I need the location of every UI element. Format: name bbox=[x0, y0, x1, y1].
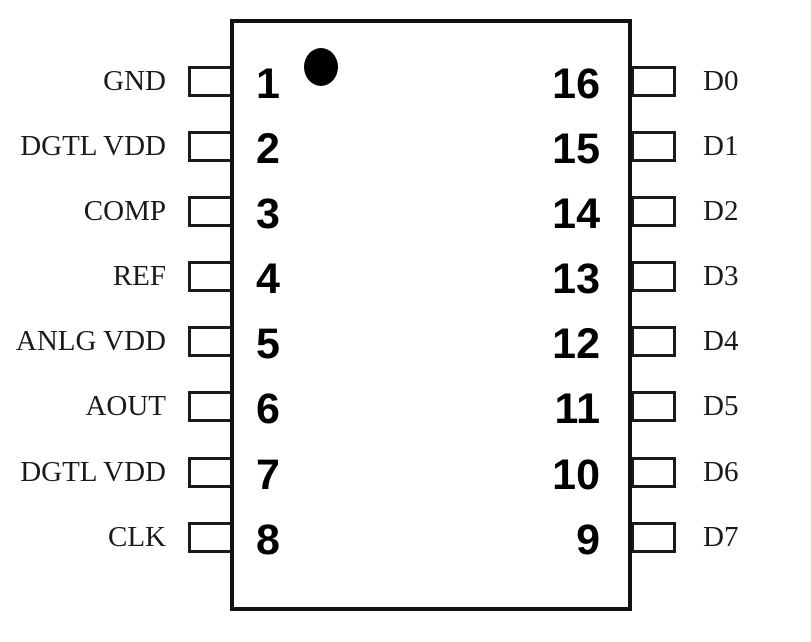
pin-number-15: 15 bbox=[552, 125, 600, 173]
pin-number-8: 8 bbox=[256, 516, 280, 564]
pin-lead-14 bbox=[631, 196, 676, 227]
pin-label-dgtl-vdd-7: DGTL VDD bbox=[20, 456, 166, 488]
pin-lead-8 bbox=[188, 522, 233, 553]
pin-lead-16 bbox=[631, 66, 676, 97]
pin-label-d4-12: D4 bbox=[703, 325, 739, 357]
pin-lead-7 bbox=[188, 457, 233, 488]
pin-number-3: 3 bbox=[256, 190, 280, 238]
pin-label-d2-14: D2 bbox=[703, 195, 739, 227]
pin-number-9: 9 bbox=[576, 516, 600, 564]
pin-label-gnd-1: GND bbox=[103, 65, 166, 97]
pin-lead-11 bbox=[631, 391, 676, 422]
pin-number-7: 7 bbox=[256, 451, 280, 499]
pin-label-d5-11: D5 bbox=[703, 390, 739, 422]
pin-number-14: 14 bbox=[552, 190, 600, 238]
pin-label-aout-6: AOUT bbox=[85, 390, 166, 422]
pin-label-clk-8: CLK bbox=[108, 521, 166, 553]
pin-number-6: 6 bbox=[256, 385, 280, 433]
pin-lead-12 bbox=[631, 326, 676, 357]
pin-number-12: 12 bbox=[552, 320, 600, 368]
pin-label-ref-4: REF bbox=[112, 260, 166, 292]
pin-one-dot-icon bbox=[304, 48, 338, 86]
pin-number-10: 10 bbox=[552, 451, 600, 499]
pin-label-dgtl-vdd-2: DGTL VDD bbox=[20, 130, 166, 162]
pin-lead-5 bbox=[188, 326, 233, 357]
pin-lead-6 bbox=[188, 391, 233, 422]
pin-lead-10 bbox=[631, 457, 676, 488]
pin-label-d6-10: D6 bbox=[703, 456, 739, 488]
pin-label-d0-16: D0 bbox=[703, 65, 739, 97]
pin-lead-13 bbox=[631, 261, 676, 292]
pin-number-1: 1 bbox=[256, 60, 280, 108]
pin-lead-3 bbox=[188, 196, 233, 227]
pin-number-5: 5 bbox=[256, 320, 280, 368]
pin-label-d7-9: D7 bbox=[703, 521, 739, 553]
pin-label-d1-15: D1 bbox=[703, 130, 739, 162]
pin-lead-15 bbox=[631, 131, 676, 162]
pin-label-d3-13: D3 bbox=[703, 260, 739, 292]
pin-number-2: 2 bbox=[256, 125, 280, 173]
pin-lead-4 bbox=[188, 261, 233, 292]
pin-lead-9 bbox=[631, 522, 676, 553]
pin-number-16: 16 bbox=[552, 60, 600, 108]
chip-body-outline bbox=[230, 19, 632, 611]
pin-lead-2 bbox=[188, 131, 233, 162]
pin-number-13: 13 bbox=[552, 255, 600, 303]
pin-label-anlg-vdd-5: ANLG VDD bbox=[15, 325, 166, 357]
pin-number-11: 11 bbox=[554, 385, 600, 433]
pin-label-comp-3: COMP bbox=[83, 195, 166, 227]
pin-lead-1 bbox=[188, 66, 233, 97]
pin-number-4: 4 bbox=[256, 255, 280, 303]
